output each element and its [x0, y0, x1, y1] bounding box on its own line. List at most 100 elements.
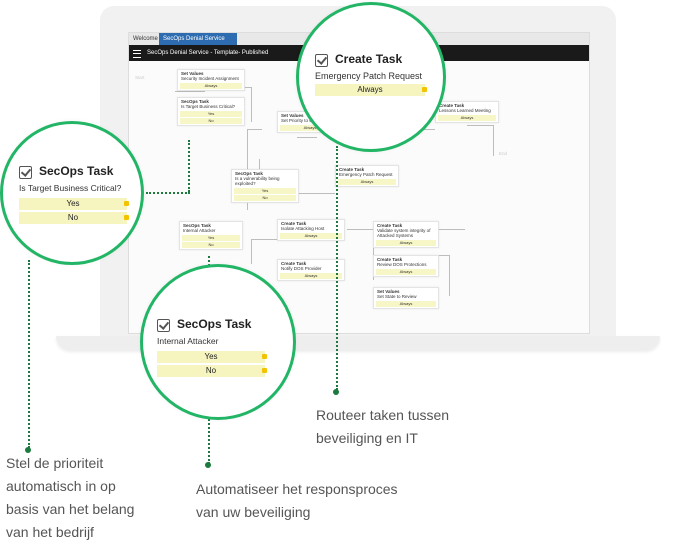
connector — [243, 87, 252, 122]
end-node[interactable]: End — [499, 151, 508, 156]
condition-yes[interactable]: Yes — [234, 188, 296, 194]
hamburger-menu-icon[interactable] — [133, 50, 141, 58]
workflow-node-create-task[interactable]: Create Task Notify DOS Provider Always — [277, 259, 345, 281]
workflow-node-create-task[interactable]: Create Task Review DOS Protections Alway… — [373, 255, 439, 277]
node-subtitle: Emergency Patch Request — [339, 172, 393, 177]
callout-subtitle: Emergency Patch Request — [315, 71, 423, 81]
condition-always[interactable]: Always — [376, 269, 436, 275]
workflow-node-create-task[interactable]: Create Task Isolate Attacking Host Alway… — [277, 219, 345, 241]
caption-line: beveiliging en IT — [316, 430, 418, 446]
node-title: Create Task — [281, 221, 307, 226]
node-subtitle: Set Priority to Critical — [281, 118, 324, 123]
condition-no[interactable]: No — [157, 365, 267, 377]
connector — [251, 239, 278, 264]
callout-create-task: Create Task Emergency Patch Request Alwa… — [296, 2, 446, 152]
connector — [439, 255, 450, 296]
workflow-node-secops-task[interactable]: SecOps Task Is Target Business Critical?… — [177, 97, 245, 126]
condition-always[interactable]: Always — [315, 84, 427, 96]
workflow-node-create-task[interactable]: Create Task Validate system integrity of… — [373, 221, 439, 248]
connector — [467, 125, 494, 156]
caption-line: Automatiseer het responsproces — [196, 481, 398, 497]
workflow-node-secops-task[interactable]: SecOps Task Internal Attacker Yes No — [179, 221, 243, 250]
workflow-node-create-task[interactable]: Create Task Emergency Patch Request Alwa… — [335, 165, 399, 187]
output-port[interactable] — [262, 354, 267, 359]
leader-line — [188, 140, 190, 192]
callout-internal-attacker: SecOps Task Internal Attacker Yes No — [140, 264, 296, 420]
condition-always[interactable]: Always — [180, 83, 242, 89]
caption-line: automatisch in op — [6, 478, 116, 494]
condition-yes[interactable]: Yes — [180, 111, 242, 117]
caption-line: van het bedrijf — [6, 524, 94, 540]
condition-no[interactable]: No — [182, 242, 240, 248]
condition-label: No — [67, 213, 79, 222]
node-title: Set Values — [181, 71, 204, 76]
node-subtitle: Validate system integrity of Attacked Sy… — [377, 228, 431, 238]
output-port[interactable] — [124, 215, 129, 220]
condition-label: Yes — [66, 199, 80, 208]
node-title: Create Task — [377, 257, 403, 262]
node-subtitle: Internal Attacker — [183, 228, 216, 233]
caption-line: basis van het belang — [6, 501, 135, 517]
node-subtitle: Is Target Business Critical? — [181, 104, 236, 109]
caption-line: Routeer taken tussen — [316, 407, 450, 423]
workflow-node-secops-task[interactable]: SecOps Task Is a vulnerability being exp… — [231, 169, 299, 203]
condition-no[interactable]: No — [19, 212, 129, 224]
condition-always[interactable]: Always — [438, 115, 496, 121]
condition-always[interactable]: Always — [280, 125, 340, 131]
connector — [347, 229, 374, 280]
node-title: SecOps Task — [235, 171, 263, 176]
node-title: SecOps Task — [183, 223, 211, 228]
leader-line — [146, 192, 190, 194]
node-subtitle: Isolate Attacking Host — [281, 226, 325, 231]
output-port[interactable] — [422, 87, 427, 92]
node-title: Create Task — [439, 103, 465, 108]
condition-label: Yes — [204, 352, 218, 361]
leader-line — [208, 256, 210, 266]
caption-automate: Automatiseer het responsproces van uw be… — [196, 478, 398, 524]
connector — [297, 137, 317, 138]
output-port[interactable] — [124, 201, 129, 206]
condition-always[interactable]: Always — [280, 233, 342, 239]
node-subtitle: Lessons Learned Meeting — [439, 108, 491, 113]
node-subtitle: Review DOS Protections — [377, 262, 427, 267]
condition-no[interactable]: No — [234, 195, 296, 201]
condition-always[interactable]: Always — [376, 240, 436, 246]
node-subtitle: Notify DOS Provider — [281, 266, 322, 271]
condition-yes[interactable]: Yes — [19, 198, 129, 210]
condition-always[interactable]: Always — [280, 273, 342, 279]
node-title: Create Task — [281, 261, 307, 266]
callout-subtitle: Internal Attacker — [157, 336, 219, 346]
condition-always[interactable]: Always — [376, 301, 436, 307]
node-title: Create Task — [377, 223, 403, 228]
caption-routing: Routeer taken tussen beveiliging en IT — [316, 404, 449, 450]
condition-yes[interactable]: Yes — [157, 351, 267, 363]
checkbox-icon — [315, 54, 328, 67]
condition-label: No — [205, 366, 217, 375]
callout-title: Create Task — [335, 52, 403, 66]
workflow-node-set-values[interactable]: Set Values Set State to Review Always — [373, 287, 439, 309]
condition-no[interactable]: No — [180, 118, 242, 124]
leader-line — [336, 146, 338, 390]
node-subtitle: Set State to Review — [377, 294, 417, 299]
tab-secops-denial-service[interactable]: SecOps Denial Service — [159, 33, 237, 45]
connector — [419, 229, 465, 230]
start-node[interactable]: Start — [135, 75, 145, 80]
node-subtitle: Is a vulnerability being exploited? — [235, 176, 280, 186]
workflow-node-create-task[interactable]: Create Task Lessons Learned Meeting Alwa… — [435, 101, 499, 123]
connector — [297, 193, 335, 194]
node-title: Set Values — [281, 113, 304, 118]
connector — [175, 91, 205, 92]
workflow-title: SecOps Denial Service - Template- Publis… — [147, 50, 269, 56]
checkbox-icon — [157, 319, 170, 332]
caption-line: Stel de prioriteit — [6, 455, 104, 471]
output-port[interactable] — [262, 368, 267, 373]
callout-title: SecOps Task — [177, 317, 252, 331]
node-title: Set Values — [377, 289, 400, 294]
condition-yes[interactable]: Yes — [182, 235, 240, 241]
caption-priority: Stel de prioriteit automatisch in op bas… — [6, 452, 134, 544]
node-title: Create Task — [339, 167, 365, 172]
checkbox-icon — [19, 166, 32, 179]
tab-welcome[interactable]: Welcome — [133, 36, 158, 42]
condition-always[interactable]: Always — [338, 179, 396, 185]
workflow-node-set-values[interactable]: Set Values Security Incident Assignment … — [177, 69, 245, 91]
